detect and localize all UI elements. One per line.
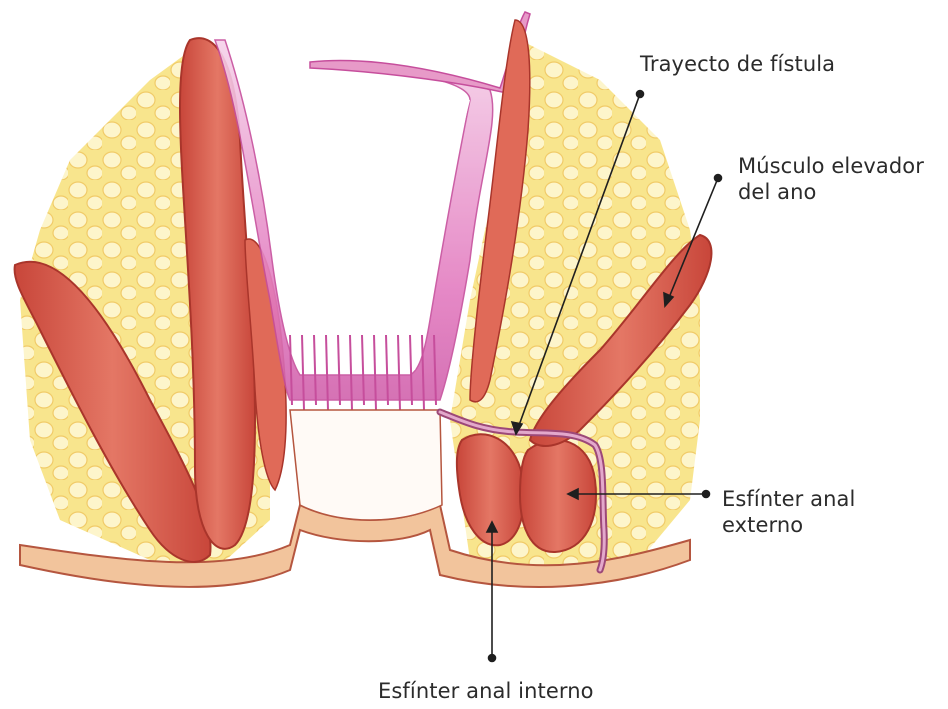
label-levator-ani: Músculo elevador del ano — [738, 153, 924, 205]
label-external-sphincter-line1: Esfínter anal — [722, 486, 855, 512]
external-sphincter-right — [520, 440, 596, 552]
anal-canal — [290, 410, 442, 520]
label-fistula-tract: Trayecto de fístula — [640, 51, 835, 77]
label-levator-ani-line2: del ano — [738, 179, 924, 205]
label-levator-ani-line1: Músculo elevador — [738, 153, 924, 179]
leader-dot-fistula — [637, 91, 644, 98]
label-internal-sphincter: Esfínter anal interno — [378, 678, 594, 704]
leader-dot-internal — [489, 655, 496, 662]
leader-dot-levator — [715, 175, 722, 182]
label-external-sphincter: Esfínter anal externo — [722, 486, 855, 538]
leader-dot-external — [703, 491, 710, 498]
label-external-sphincter-line2: externo — [722, 512, 855, 538]
